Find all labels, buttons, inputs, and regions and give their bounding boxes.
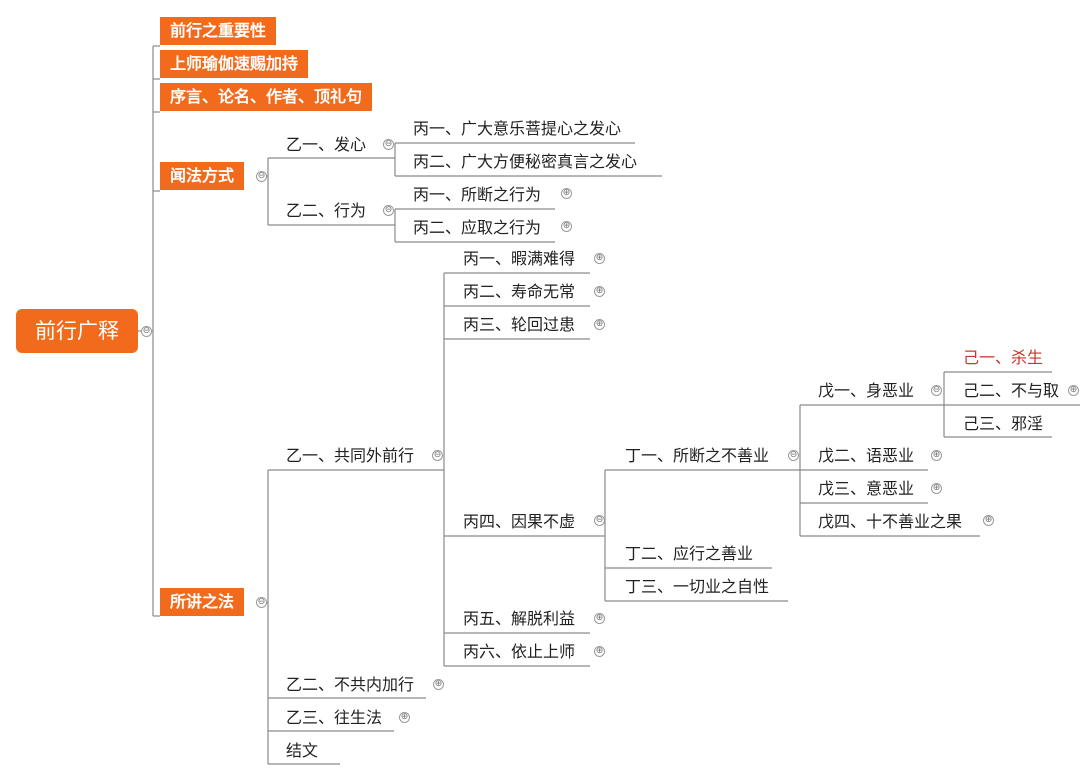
- topic-outer-2[interactable]: 丙二、寿命无常: [463, 282, 576, 301]
- topic-stealing[interactable]: 己二、不与取: [963, 381, 1060, 400]
- expand-toggle-icon[interactable]: ⊕: [594, 613, 605, 624]
- topic-inner-preliminaries[interactable]: 乙二、不共内加行: [286, 675, 415, 694]
- collapse-toggle-icon[interactable]: ⊖: [256, 597, 267, 608]
- root-topic[interactable]: 前行广释: [16, 309, 138, 353]
- topic-motivation-2[interactable]: 丙二、广大方便秘密真言之发心: [413, 152, 638, 171]
- topic-body-nonvirtue[interactable]: 戊一、身恶业: [818, 381, 915, 400]
- topic-sexual-misconduct[interactable]: 己三、邪淫: [963, 414, 1044, 433]
- topic-nonvirtue-abandon[interactable]: 丁一、所断之不善业: [625, 446, 770, 465]
- collapse-toggle-icon[interactable]: ⊖: [141, 326, 152, 337]
- topic-outer-3[interactable]: 丙三、轮回过患: [463, 315, 576, 334]
- topic-conduct[interactable]: 乙二、行为: [286, 201, 367, 220]
- expand-toggle-icon[interactable]: ⊕: [594, 253, 605, 264]
- topic-motivation[interactable]: 乙一、发心: [286, 135, 367, 154]
- expand-toggle-icon[interactable]: ⊕: [931, 450, 942, 461]
- topic-importance[interactable]: 前行之重要性: [160, 17, 277, 45]
- topic-nonvirtue-results[interactable]: 戊四、十不善业之果: [818, 512, 963, 531]
- collapse-toggle-icon[interactable]: ⊖: [256, 171, 267, 182]
- expand-toggle-icon[interactable]: ⊕: [561, 188, 572, 199]
- topic-speech-nonvirtue[interactable]: 戊二、语恶业: [818, 446, 915, 465]
- collapse-toggle-icon[interactable]: ⊖: [383, 139, 394, 150]
- expand-toggle-icon[interactable]: ⊕: [931, 483, 942, 494]
- collapse-toggle-icon[interactable]: ⊖: [931, 385, 942, 396]
- expand-toggle-icon[interactable]: ⊕: [594, 286, 605, 297]
- topic-outer-4[interactable]: 丙四、因果不虚: [463, 512, 576, 531]
- topic-virtue-adopt[interactable]: 丁二、应行之善业: [625, 544, 754, 563]
- topic-conduct-2[interactable]: 丙二、应取之行为: [413, 218, 542, 237]
- expand-toggle-icon[interactable]: ⊕: [433, 679, 444, 690]
- topic-powa[interactable]: 乙三、往生法: [286, 708, 383, 727]
- topic-outer-preliminaries[interactable]: 乙一、共同外前行: [286, 446, 415, 465]
- collapse-toggle-icon[interactable]: ⊖: [432, 450, 443, 461]
- topic-outer-5[interactable]: 丙五、解脱利益: [463, 609, 576, 628]
- collapse-toggle-icon[interactable]: ⊖: [788, 450, 799, 461]
- topic-conclusion[interactable]: 结文: [286, 741, 319, 760]
- topic-preface[interactable]: 序言、论名、作者、顶礼句: [160, 83, 373, 111]
- topic-outer-1[interactable]: 丙一、暇满难得: [463, 249, 576, 268]
- topic-guru-yoga[interactable]: 上师瑜伽速赐加持: [160, 50, 309, 78]
- expand-toggle-icon[interactable]: ⊕: [399, 712, 410, 723]
- topic-karma-nature[interactable]: 丁三、一切业之自性: [625, 577, 770, 596]
- topic-conduct-1[interactable]: 丙一、所断之行为: [413, 185, 542, 204]
- topic-teachings[interactable]: 所讲之法: [160, 588, 245, 616]
- topic-motivation-1[interactable]: 丙一、广大意乐菩提心之发心: [413, 119, 622, 138]
- expand-toggle-icon[interactable]: ⊕: [561, 221, 572, 232]
- expand-toggle-icon[interactable]: ⊕: [594, 646, 605, 657]
- expand-toggle-icon[interactable]: ⊕: [983, 515, 994, 526]
- collapse-toggle-icon[interactable]: ⊖: [594, 515, 605, 526]
- topic-killing[interactable]: 己一、杀生: [963, 348, 1044, 367]
- expand-toggle-icon[interactable]: ⊕: [594, 319, 605, 330]
- topic-outer-6[interactable]: 丙六、依止上师: [463, 642, 576, 661]
- topic-listening[interactable]: 闻法方式: [160, 162, 245, 190]
- collapse-toggle-icon[interactable]: ⊖: [383, 205, 394, 216]
- expand-toggle-icon[interactable]: ⊕: [1068, 385, 1079, 396]
- topic-mind-nonvirtue[interactable]: 戊三、意恶业: [818, 479, 915, 498]
